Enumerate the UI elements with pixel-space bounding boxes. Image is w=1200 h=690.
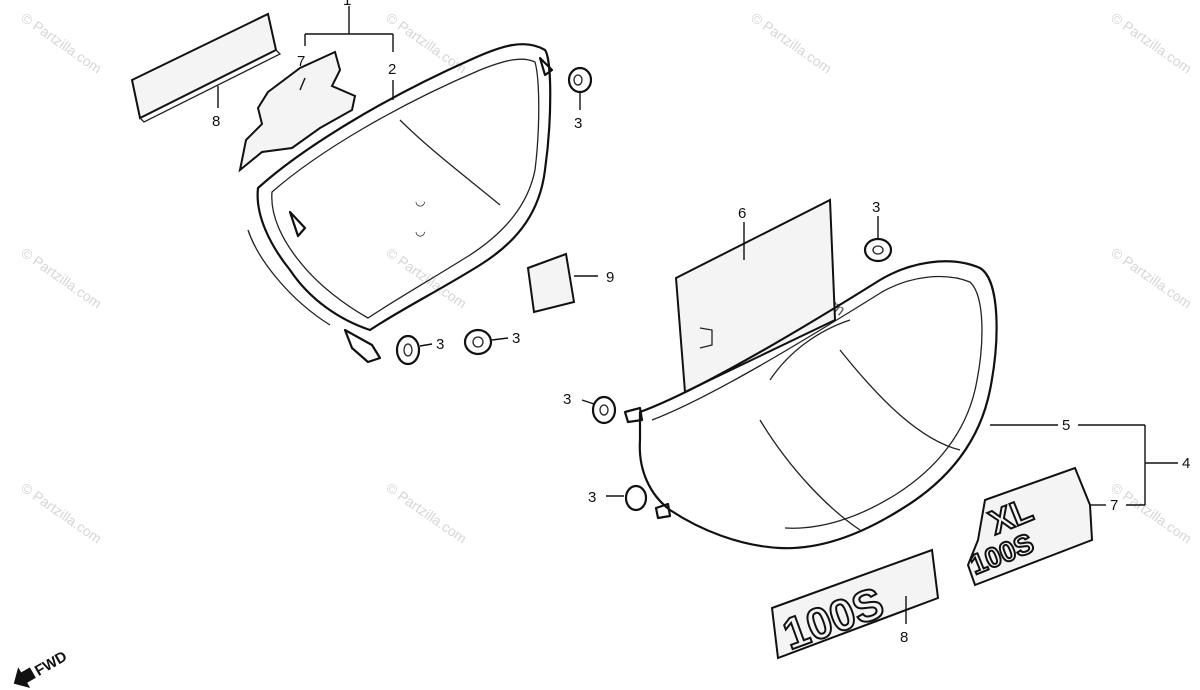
grommet-3-right-mid [591,395,617,425]
callout-3-lower-left: 3 [436,336,444,353]
callout-3-top: 3 [574,115,582,132]
callout-5: 5 [1062,417,1070,434]
part-2-left-side-cover: ◡ ◡ [247,43,554,364]
fwd-indicator: FWD [13,648,70,688]
watermark: © Partzilla.com [383,479,469,546]
leader-lines [217,6,1178,624]
part-8-label-plate-left [130,12,282,123]
fwd-arrow-icon [13,667,36,688]
watermark: © Partzilla.com [1108,479,1194,546]
callout-7-left: 7 [297,53,305,70]
watermark: © Partzilla.com [748,9,834,76]
part-7-emblem-left [238,50,357,173]
watermark: © Partzilla.com [18,9,104,76]
fwd-label: FWD [32,648,70,680]
callout-2: 2 [388,61,396,78]
callout-4: 4 [1182,455,1190,472]
callout-8-left: 8 [212,113,220,130]
part-6-plate [674,198,837,394]
watermark: © Partzilla.com [18,479,104,546]
svg-text:◡: ◡ [415,194,425,208]
grommet-3-right-low [624,484,648,512]
callout-3-lower-mid: 3 [512,330,520,347]
part-9-small-plate [526,252,576,314]
watermark: © Partzilla.com [1108,244,1194,311]
grommet-3-top [567,66,593,94]
callout-1: 1 [343,0,351,9]
svg-text:◡: ◡ [415,224,425,238]
grommet-3-lower-mid [463,328,493,356]
callout-8-right: 8 [900,629,908,646]
watermark: © Partzilla.com [1108,9,1194,76]
callout-7-right: 7 [1110,497,1118,514]
callouts: 1 2 7 8 3 9 3 3 6 3 3 3 5 4 7 8 [212,0,1190,646]
callout-3-right-top: 3 [872,199,880,216]
watermark: © Partzilla.com [18,244,104,311]
callout-6: 6 [738,205,746,222]
part-5-right-side-cover [623,260,998,550]
callout-3-right-mid: 3 [563,391,571,408]
part-8-emblem-100s: 100S [770,548,940,660]
callout-3-right-low: 3 [588,489,596,506]
callout-9: 9 [606,269,614,286]
grommet-3-right-top [863,237,893,263]
grommet-3-lower-left [395,334,421,366]
part-7-emblem-xl-100s: XL 100S [965,466,1094,587]
